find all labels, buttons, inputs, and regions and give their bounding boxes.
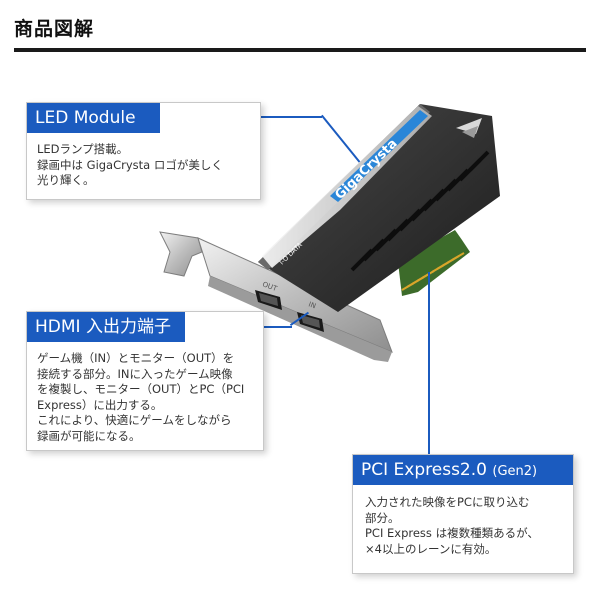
callout-led-module: LED Module LEDランプ搭載。 録画中は GigaCrysta ロゴが… — [26, 102, 261, 200]
callout-pci-line: 部分。 — [365, 510, 400, 525]
callout-pci-title: PCI Express2.0 — [361, 460, 487, 480]
callout-hdmi-line: 録画が可能になる。 — [37, 428, 141, 443]
callout-pci-line: ×4以上のレーンに有効。 — [365, 541, 497, 556]
callout-pci-title-bar: PCI Express2.0 (Gen2) — [353, 455, 573, 485]
hdmi-out-port — [255, 290, 282, 310]
card-heatsink — [258, 104, 500, 312]
callout-hdmi-line: 接続する部分。INに入ったゲーム映像 — [37, 366, 233, 381]
leader-pci-v — [428, 272, 430, 455]
callout-hdmi: HDMI 入出力端子 ゲーム機（IN）とモニター（OUT）を 接続する部分。IN… — [26, 311, 264, 451]
callout-hdmi-line: ゲーム機（IN）とモニター（OUT）を — [37, 351, 235, 365]
callout-pci-line: 入力された映像をPCに取り込む — [365, 495, 530, 509]
callout-hdmi-title: HDMI 入出力端子 — [27, 312, 185, 342]
callout-pci-title-suffix: (Gen2) — [492, 464, 538, 479]
callout-led-line: 録画中は GigaCrysta ロゴが美しく — [37, 157, 223, 172]
callout-led-body: LEDランプ搭載。 録画中は GigaCrysta ロゴが美しく 光り輝く。 — [37, 142, 223, 189]
gigacrysta-logo-mark — [456, 118, 482, 138]
pci-edge-connector — [398, 230, 470, 296]
heatsink-fins — [350, 150, 490, 272]
leader-led-h — [259, 116, 322, 118]
callout-hdmi-line: これにより、快適にゲームをしながら — [37, 413, 232, 427]
callout-hdmi-line: を複製し、モニター（OUT）とPC（PCI — [37, 382, 245, 396]
callout-hdmi-body: ゲーム機（IN）とモニター（OUT）を 接続する部分。INに入ったゲーム映像 を… — [37, 351, 244, 444]
leader-hdmi-h — [262, 326, 292, 328]
callout-led-line: LEDランプ搭載。 — [37, 142, 129, 156]
page-title: 商品図解 — [14, 18, 95, 40]
title-divider — [14, 48, 586, 52]
callout-hdmi-line: Express）に出力する。 — [37, 397, 163, 412]
callout-led-line: 光り輝く。 — [37, 173, 95, 187]
port-label-in: IN — [307, 300, 317, 310]
callout-led-title: LED Module — [27, 103, 160, 133]
callout-pci-line: PCI Express は複数種類あるが、 — [365, 526, 539, 540]
callout-pci-body: 入力された映像をPCに取り込む 部分。 PCI Express は複数種類あるが… — [365, 495, 539, 557]
callout-pci-express: PCI Express2.0 (Gen2) 入力された映像をPCに取り込む 部分… — [352, 454, 574, 574]
